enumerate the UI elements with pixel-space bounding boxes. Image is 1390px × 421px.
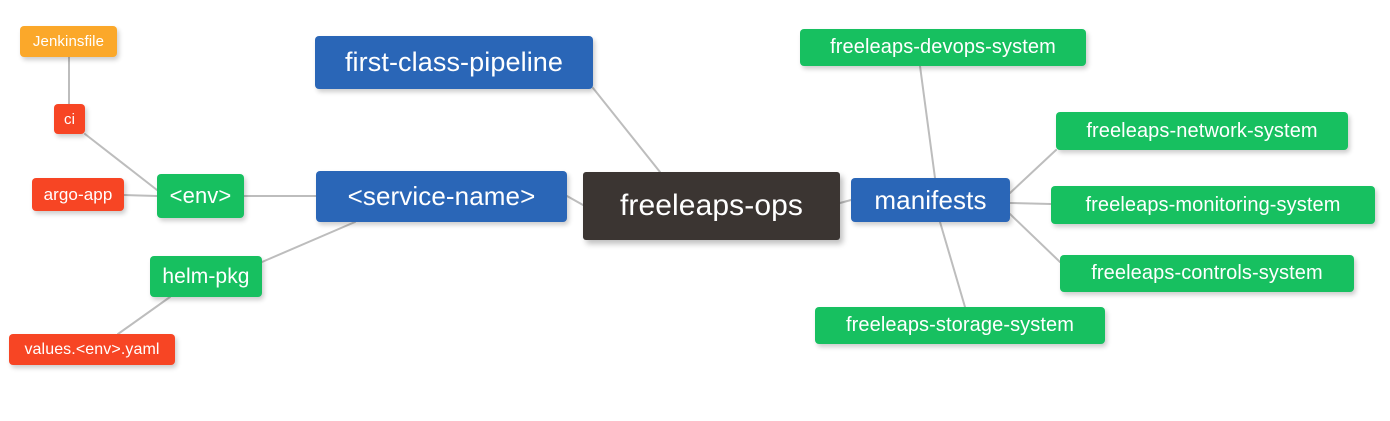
node-ci[interactable]: ci bbox=[54, 104, 85, 134]
node-freeleaps-monitoring-system[interactable]: freeleaps-monitoring-system bbox=[1051, 186, 1375, 224]
edge-service-name-to-helm-pkg bbox=[261, 221, 356, 263]
node-freeleaps-ops[interactable]: freeleaps-ops bbox=[583, 172, 840, 240]
edge-freeleaps-ops-to-service-name bbox=[566, 195, 584, 206]
edge-manifests-to-freeleaps-network-system bbox=[1009, 149, 1057, 194]
edge-helm-pkg-to-values-env-yaml bbox=[117, 296, 171, 335]
edge-manifests-to-freeleaps-devops-system bbox=[919, 65, 936, 179]
node-freeleaps-devops-system[interactable]: freeleaps-devops-system bbox=[800, 29, 1086, 66]
edge-env-to-argo-app bbox=[123, 194, 158, 197]
edge-manifests-to-freeleaps-monitoring-system bbox=[1009, 202, 1052, 205]
node-argo-app[interactable]: argo-app bbox=[32, 178, 124, 211]
edge-manifests-to-freeleaps-storage-system bbox=[939, 221, 966, 308]
node-service-name[interactable]: <service-name> bbox=[316, 171, 567, 222]
node-manifests[interactable]: manifests bbox=[851, 178, 1010, 222]
edge-freeleaps-ops-to-manifests bbox=[839, 199, 852, 204]
node-freeleaps-network-system[interactable]: freeleaps-network-system bbox=[1056, 112, 1348, 150]
node-env[interactable]: <env> bbox=[157, 174, 244, 218]
edge-freeleaps-ops-to-first-class-pipeline bbox=[592, 87, 661, 173]
node-freeleaps-controls-system[interactable]: freeleaps-controls-system bbox=[1060, 255, 1354, 292]
node-freeleaps-storage-system[interactable]: freeleaps-storage-system bbox=[815, 307, 1105, 344]
node-first-class-pipeline[interactable]: first-class-pipeline bbox=[315, 36, 593, 89]
node-values-env-yaml[interactable]: values.<env>.yaml bbox=[9, 334, 175, 365]
node-helm-pkg[interactable]: helm-pkg bbox=[150, 256, 262, 297]
node-jenkinsfile[interactable]: Jenkinsfile bbox=[20, 26, 117, 57]
